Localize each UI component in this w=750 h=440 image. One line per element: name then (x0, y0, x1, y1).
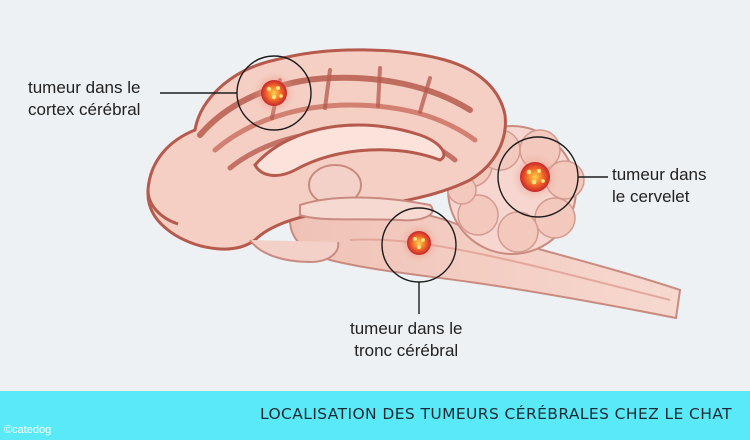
tumor-brainstem (399, 223, 439, 263)
brain-stem-shape (288, 206, 682, 320)
tumor-cortex (252, 71, 296, 115)
label-cortex-line1: tumeur dans le (28, 78, 141, 97)
label-brainstem-tumor: tumeur dans le tronc cérébral (350, 318, 462, 362)
tumor-cerebellum (511, 153, 559, 201)
label-cerebellum-line1: tumeur dans (612, 165, 707, 184)
label-brainstem-line2: tronc cérébral (354, 341, 459, 360)
label-cortex-tumor: tumeur dans le cortex cérébral (28, 77, 140, 121)
footer-band: LOCALISATION DES TUMEURS CÉRÉBRALES CHEZ… (0, 391, 750, 440)
label-cerebellum-tumor: tumeur dans le cervelet (612, 164, 707, 208)
footer-title: LOCALISATION DES TUMEURS CÉRÉBRALES CHEZ… (259, 405, 732, 423)
copyright-notice: ©catedog (4, 424, 52, 436)
label-cortex-line2: cortex cérébral (28, 100, 141, 119)
corpus-callosum-shape (253, 123, 446, 177)
label-brainstem-line1: tumeur dans le (350, 319, 463, 338)
label-cerebellum-line2: le cervelet (612, 187, 690, 206)
